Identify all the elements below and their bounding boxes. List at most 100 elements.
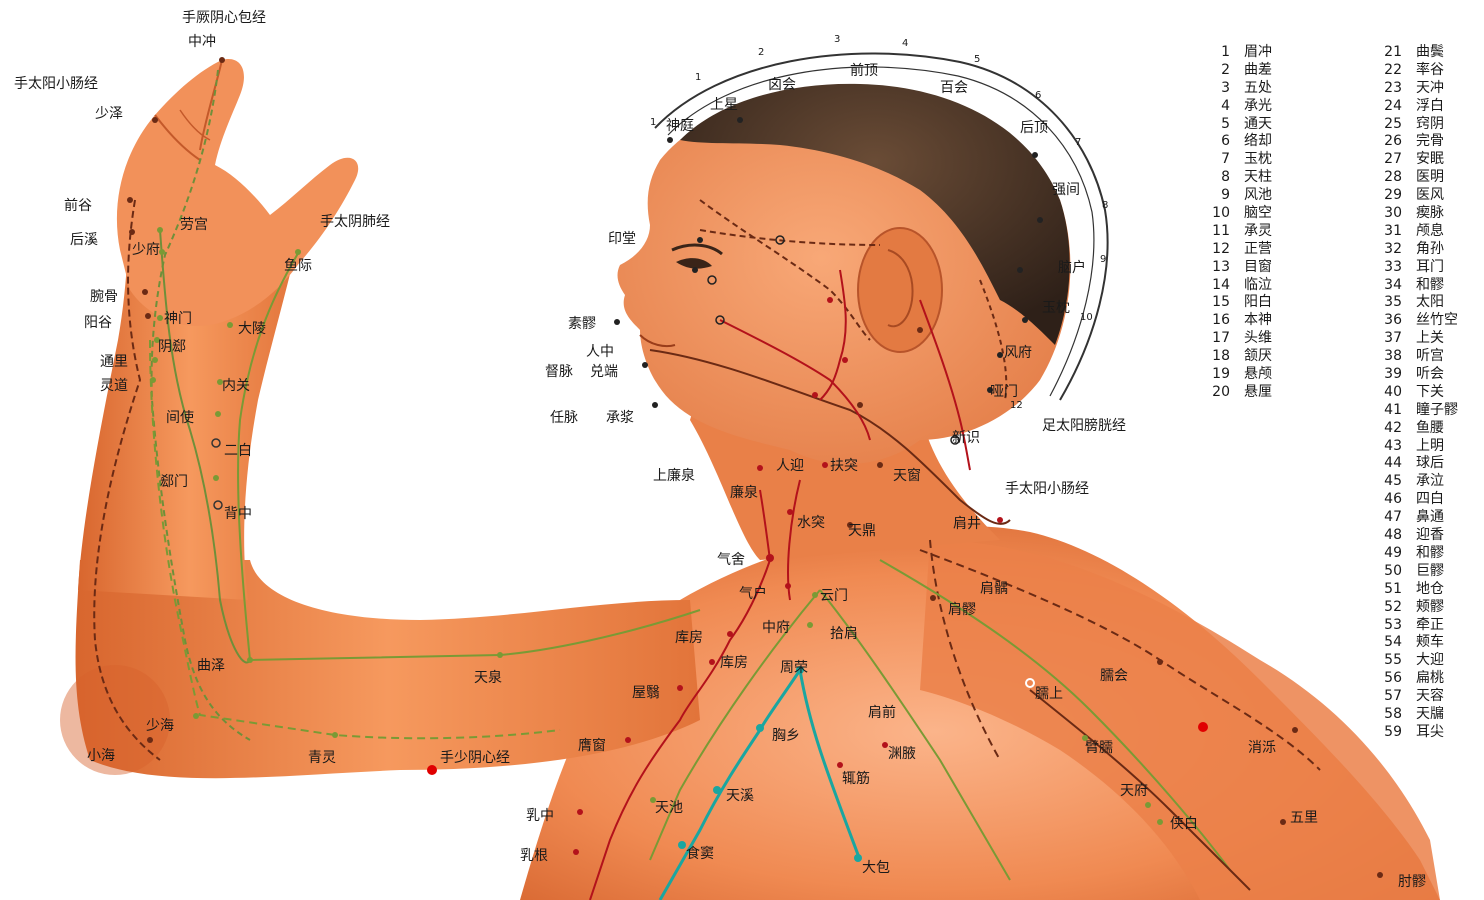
legend-point-name: 耳尖 xyxy=(1416,724,1444,740)
legend-row: 53 牵正 xyxy=(1378,617,1458,635)
arc-tick: 1 xyxy=(695,72,701,83)
legend-number: 10 xyxy=(1206,205,1230,223)
point-label: 云门 xyxy=(820,588,848,604)
legend-number: 4 xyxy=(1206,98,1230,116)
meridian-label: 手太阳小肠经 xyxy=(1005,481,1089,497)
legend-number: 19 xyxy=(1206,366,1230,384)
legend-point-name: 颔厌 xyxy=(1244,348,1272,364)
point-label: 囟会 xyxy=(768,77,796,93)
legend-number: 24 xyxy=(1378,98,1402,116)
legend-point-name: 络却 xyxy=(1244,133,1272,149)
legend-number: 57 xyxy=(1378,688,1402,706)
point-label: 食窦 xyxy=(686,845,714,862)
point-label: 郄门 xyxy=(160,474,188,490)
legend-number: 51 xyxy=(1378,581,1402,599)
legend-point-name: 牵正 xyxy=(1416,617,1444,633)
legend-number: 5 xyxy=(1206,116,1230,134)
legend-number: 27 xyxy=(1378,151,1402,169)
legend-row: 18颔厌 xyxy=(1206,348,1272,366)
point-label: 劳宫 xyxy=(180,217,208,233)
point-label: 兑端 xyxy=(590,364,618,380)
legend-row: 20悬厘 xyxy=(1206,384,1272,402)
point-label: 气舍 xyxy=(717,552,745,568)
arc-tick: 8 xyxy=(1102,200,1108,211)
legend-number: 21 xyxy=(1378,44,1402,62)
point-label: 大陵 xyxy=(238,321,266,337)
legend-point-name: 和髎 xyxy=(1416,545,1444,561)
legend-point-name: 瞳子髎 xyxy=(1416,402,1458,418)
legend-row: 33耳门 xyxy=(1378,259,1458,277)
legend-row: 9风池 xyxy=(1206,187,1272,205)
point-label: 中府 xyxy=(762,620,790,636)
legend-point-name: 颊车 xyxy=(1416,634,1444,650)
legend-row: 50巨髎 xyxy=(1378,563,1458,581)
legend-row: 27安眠 xyxy=(1378,151,1458,169)
point-label: 库房 xyxy=(720,655,748,671)
legend-row: 17头维 xyxy=(1206,330,1272,348)
point-label: 臑会 xyxy=(1100,668,1128,684)
meridian-label: 手少阴心经 xyxy=(440,750,510,766)
legend-point-name: 角孙 xyxy=(1416,241,1444,257)
legend-number: 34 xyxy=(1378,277,1402,295)
point-label: 督脉 xyxy=(545,364,573,380)
legend-number: 30 xyxy=(1378,205,1402,223)
point-label: 天泉 xyxy=(474,669,502,686)
legend-point-name: 承泣 xyxy=(1416,473,1444,489)
legend-point-name: 临泣 xyxy=(1244,277,1272,293)
legend-number: 26 xyxy=(1378,133,1402,151)
point-label: 膺窗 xyxy=(578,737,606,754)
legend-number: 23 xyxy=(1378,80,1402,98)
legend-row: 12正营 xyxy=(1206,241,1272,259)
arc-tick: 12 xyxy=(1010,400,1023,411)
legend-number: 8 xyxy=(1206,169,1230,187)
point-label: 曲泽 xyxy=(197,658,225,674)
legend-point-name: 窍阴 xyxy=(1416,116,1444,132)
legend-number: 52 xyxy=(1378,599,1402,617)
legend-row: 5通天 xyxy=(1206,116,1272,134)
legend-point-name: 大迎 xyxy=(1416,652,1444,668)
point-label: 玉枕 xyxy=(1042,300,1070,316)
legend-point-name: 天冲 xyxy=(1416,80,1444,96)
legend-number: 20 xyxy=(1206,384,1230,402)
legend-row: 8天柱 xyxy=(1206,169,1272,187)
point-label: 人中 xyxy=(586,344,614,360)
legend-number: 7 xyxy=(1206,151,1230,169)
point-label: 灵道 xyxy=(100,378,128,394)
legend-number: 46 xyxy=(1378,491,1402,509)
legend-row: 40下关 xyxy=(1378,384,1458,402)
legend-number: 53 xyxy=(1378,617,1402,635)
point-label: 少府 xyxy=(132,242,160,258)
legend-column-2: 21曲鬓22率谷23天冲24浮白25窍阴26完骨27安眠28医明29医风30瘈脉… xyxy=(1378,44,1458,742)
legend-point-name: 鱼腰 xyxy=(1416,420,1444,436)
point-label: 库房 xyxy=(675,630,703,646)
point-label: 后顶 xyxy=(1020,120,1048,136)
point-label: 青灵 xyxy=(308,750,336,766)
legend-row: 58天牖 xyxy=(1378,706,1458,724)
point-label: 少泽 xyxy=(95,106,123,122)
legend-row: 22率谷 xyxy=(1378,62,1458,80)
legend-point-name: 承光 xyxy=(1244,98,1272,114)
legend-number: 2 xyxy=(1206,62,1230,80)
legend-row: 45 承泣 xyxy=(1378,473,1458,491)
point-label: 二白 xyxy=(224,443,252,459)
point-label: 臑上 xyxy=(1035,686,1063,702)
point-label: 乳根 xyxy=(520,848,548,864)
legend-number: 37 xyxy=(1378,330,1402,348)
legend-row: 46四白 xyxy=(1378,491,1458,509)
arc-tick: 9 xyxy=(1100,254,1106,265)
point-label: 肘髎 xyxy=(1398,874,1426,890)
legend-row: 54颊车 xyxy=(1378,634,1458,652)
legend-number: 29 xyxy=(1378,187,1402,205)
point-label: 间使 xyxy=(166,409,194,426)
point-label: 新识 xyxy=(952,430,980,446)
legend-number: 45 xyxy=(1378,473,1402,491)
legend-point-name: 迎香 xyxy=(1416,527,1444,543)
meridian-label: 手太阳小肠经 xyxy=(14,76,98,92)
point-label: 肩井 xyxy=(953,516,981,532)
